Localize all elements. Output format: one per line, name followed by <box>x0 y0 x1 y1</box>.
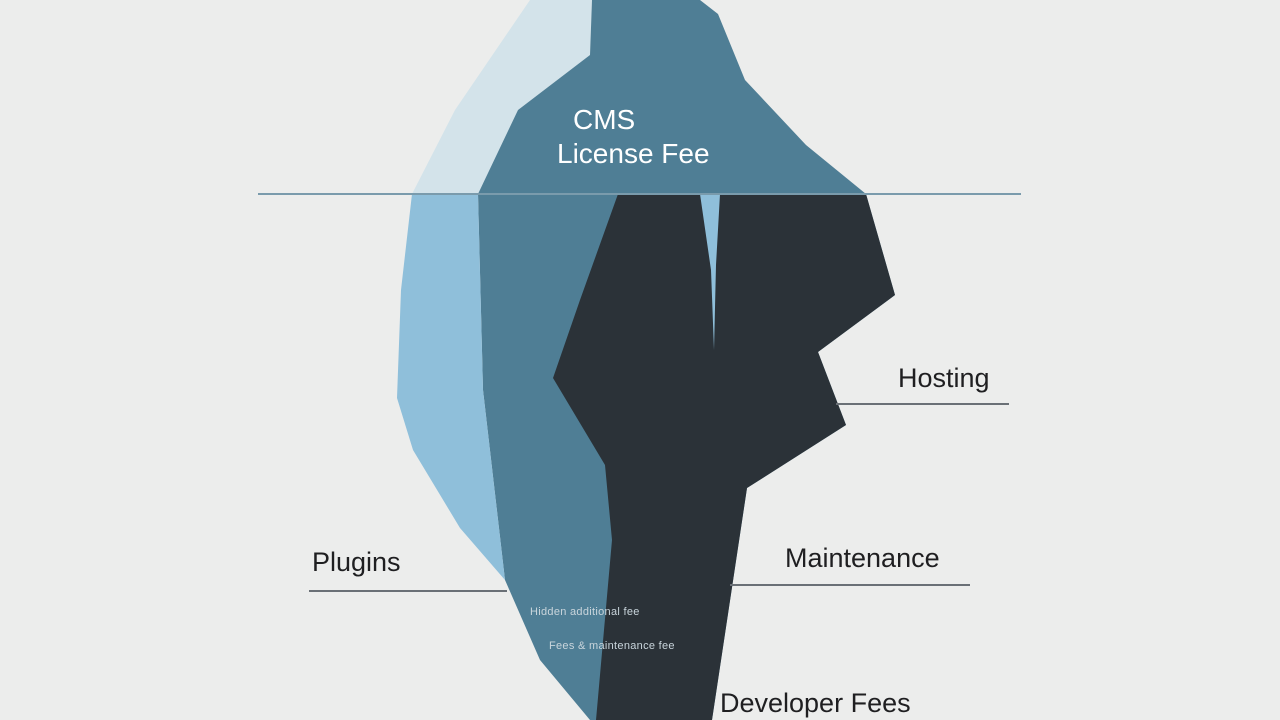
faint-text-line2: Fees & maintenance fee <box>549 640 675 652</box>
plugins-label: Plugins <box>312 547 401 577</box>
maintenance-label: Maintenance <box>785 543 940 573</box>
hosting-leader-line <box>836 403 1009 405</box>
iceberg-crevice <box>700 194 720 350</box>
iceberg-core-dark <box>553 194 895 720</box>
maintenance-leader-line <box>730 584 970 586</box>
iceberg-tip-light <box>412 0 592 194</box>
cms-label-line2: License Fee <box>557 138 710 169</box>
iceberg-face-sky <box>397 194 505 580</box>
developer-fees-label: Developer Fees <box>720 688 911 718</box>
hosting-label: Hosting <box>898 363 990 393</box>
plugins-leader-line <box>309 590 507 592</box>
faint-text-line1: Hidden additional fee <box>530 606 640 618</box>
cms-label-line1: CMS <box>573 104 636 135</box>
